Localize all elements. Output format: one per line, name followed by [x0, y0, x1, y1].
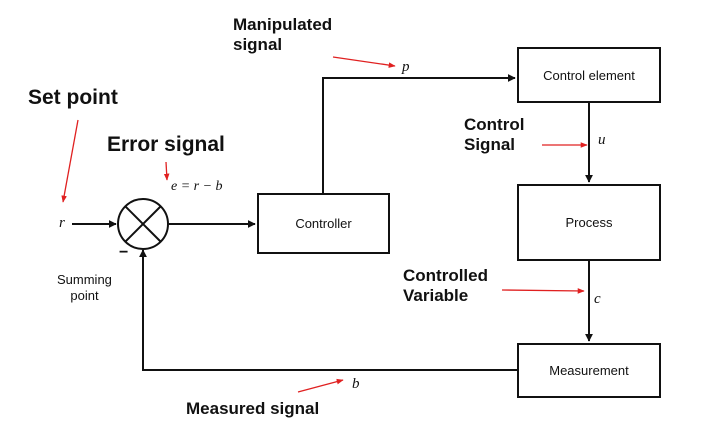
variable-c: c	[594, 291, 601, 307]
controller-block: Controller	[257, 193, 390, 254]
control-signal-line-1: Control	[464, 115, 525, 134]
manipulated-line-2: signal	[233, 35, 283, 55]
measured-signal-pointer	[297, 378, 344, 393]
control-signal-line-2: Signal	[464, 135, 516, 155]
process-block: Process	[517, 184, 661, 261]
controller-to-control-element-arrow	[322, 74, 516, 193]
measured-signal-annotation: Measured signal	[186, 399, 320, 418]
variable-b: b	[352, 376, 360, 392]
control-element-label: Control element	[543, 67, 635, 83]
measurement-block: Measurement	[517, 343, 661, 398]
controlled-variable-line-2: Variable	[403, 286, 469, 306]
error-signal-annotation: Error signal	[107, 133, 225, 156]
variable-r: r	[59, 215, 65, 231]
feedback-path-arrow	[139, 249, 517, 371]
manipulated-line-1: Manipulated	[233, 15, 333, 34]
variable-p: p	[402, 59, 410, 75]
manipulated-signal-pointer	[332, 56, 396, 68]
summing-point-line-2: point	[70, 288, 99, 304]
error-equation: e = r − b	[171, 179, 223, 194]
manipulated-signal-annotation: Manipulated signal	[233, 15, 332, 56]
controlled-variable-line-1: Controlled	[403, 266, 488, 285]
control-signal-annotation: Control Signal	[464, 115, 524, 156]
minus-sign: −	[119, 244, 129, 261]
controller-label: Controller	[295, 216, 352, 231]
summing-point-label: Summing point	[57, 272, 112, 305]
measurement-label: Measurement	[549, 363, 629, 378]
summing-junction	[117, 198, 169, 250]
controlled-variable-pointer	[501, 288, 585, 294]
set-point-pointer	[61, 119, 79, 203]
error-signal-pointer	[163, 161, 170, 181]
summing-point-line-1: Summing	[57, 272, 112, 287]
variable-u: u	[598, 132, 606, 148]
controlled-variable-annotation: Controlled Variable	[403, 266, 488, 307]
set-point-annotation: Set point	[28, 86, 118, 109]
control-element-block: Control element	[517, 47, 661, 103]
process-label: Process	[565, 215, 613, 230]
